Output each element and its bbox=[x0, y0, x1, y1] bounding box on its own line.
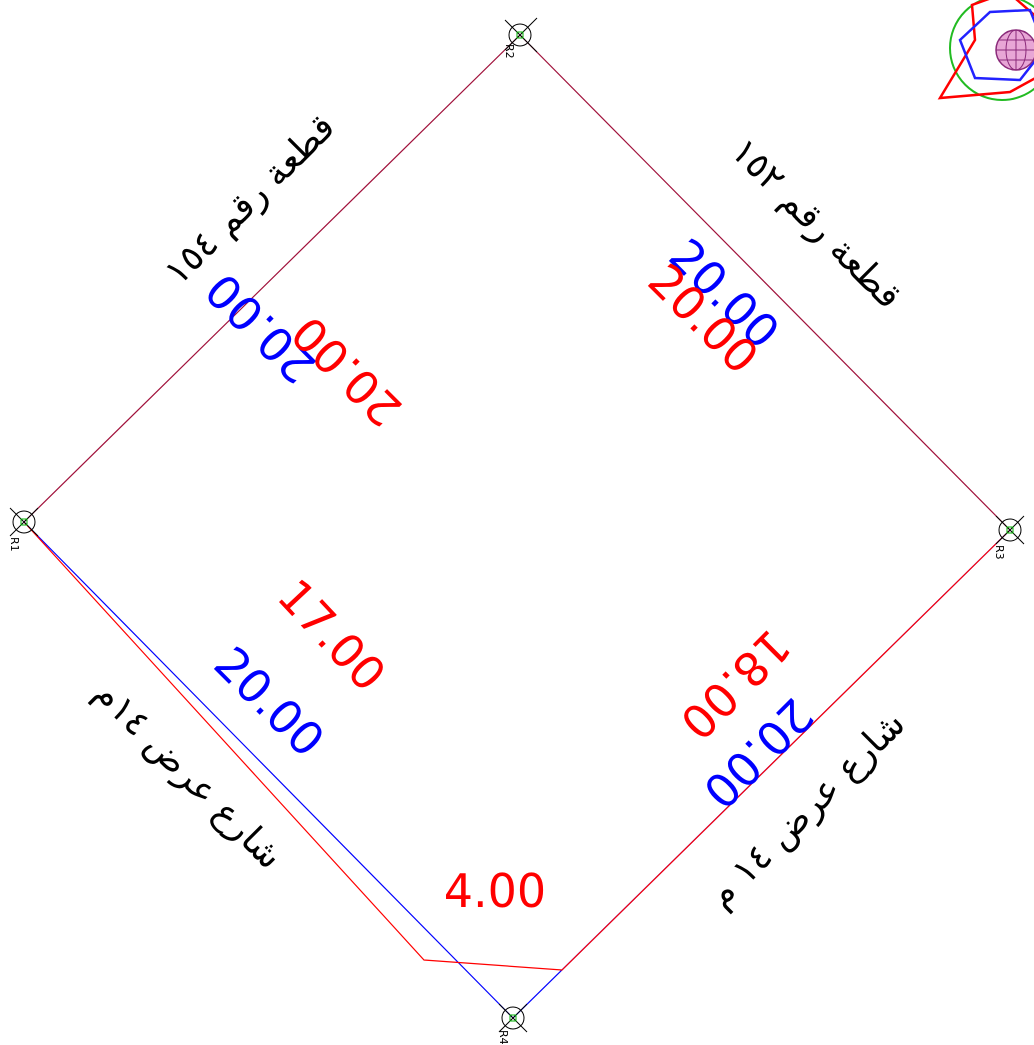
survey-point-marker-icon bbox=[995, 515, 1025, 545]
neighbor-label-nw: قطعة رقم ١٥٤ bbox=[157, 107, 344, 294]
survey-sw-side-and-chamfer bbox=[23, 521, 1011, 971]
point-label-r2: R2 bbox=[503, 44, 516, 59]
boundary-ne-side bbox=[519, 34, 1011, 531]
point-r4: R4 bbox=[497, 1003, 528, 1045]
point-label-r3: R3 bbox=[993, 545, 1006, 560]
deed-sw-side bbox=[23, 521, 514, 1019]
boundary-nw-side bbox=[23, 34, 521, 523]
survey-point-marker-icon bbox=[9, 507, 39, 537]
survey-point-marker-icon bbox=[504, 17, 538, 53]
point-r3: R3 bbox=[993, 515, 1025, 560]
parcel-boundary bbox=[23, 34, 1011, 1019]
point-label-r1: R1 bbox=[8, 537, 21, 552]
point-label-r4: R4 bbox=[497, 1030, 510, 1045]
dim-chamfer: 4.00 bbox=[444, 864, 546, 918]
point-r2: R2 bbox=[503, 17, 538, 59]
point-r1: R1 bbox=[8, 507, 39, 552]
survey-point-marker-icon bbox=[498, 1003, 528, 1033]
north-arrow-compass-icon bbox=[937, 0, 1034, 101]
